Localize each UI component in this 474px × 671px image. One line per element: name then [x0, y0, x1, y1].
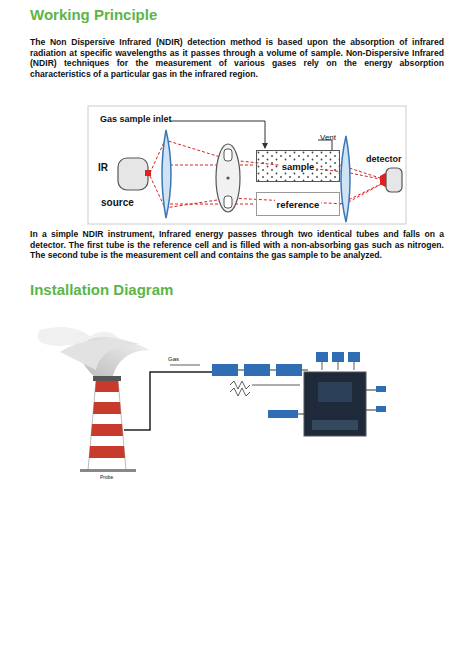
- source-label: source: [101, 197, 134, 210]
- reference-cell: reference: [256, 192, 340, 216]
- sample-cell: sample: [256, 150, 340, 182]
- section-heading: Installation Diagram: [30, 281, 173, 300]
- probe-label: Probe: [100, 474, 113, 480]
- cell-label: reference: [275, 199, 322, 210]
- source-label: IR: [98, 162, 108, 175]
- gas-label: Gas: [168, 356, 179, 364]
- body-paragraph: In a simple NDIR instrument, Infrared en…: [30, 229, 444, 261]
- cell-label: sample: [280, 161, 317, 172]
- body-paragraph: The Non Dispersive Infrared (NDIR) detec…: [30, 37, 444, 80]
- section-heading: Working Principle: [30, 6, 157, 25]
- inlet-label: Gas sample inlet: [100, 114, 172, 125]
- detector-label: detector: [366, 154, 402, 165]
- vent-label: Vent: [320, 133, 336, 143]
